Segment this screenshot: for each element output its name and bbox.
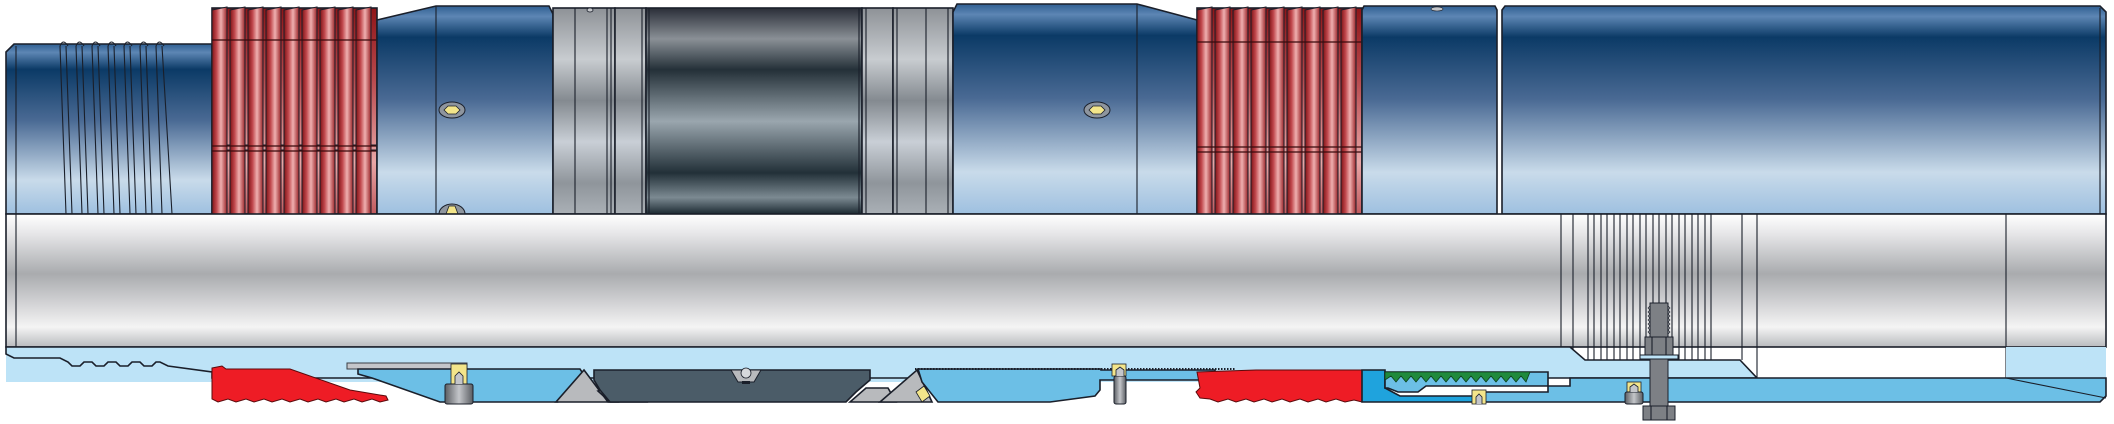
- port-icon: [1430, 6, 1444, 12]
- bottom-housing: [1361, 5, 1498, 215]
- set-screw-icon: [438, 101, 466, 119]
- bottom-sub-internal-threads: [1560, 214, 2007, 380]
- upper-cone: [376, 5, 554, 215]
- shear-pin: [1624, 381, 1644, 405]
- top-sub: [5, 41, 213, 215]
- set-screw-icon: [1083, 101, 1111, 119]
- bolt-assembly: [1639, 302, 1679, 421]
- ratchet-threads: [1384, 371, 1531, 383]
- shear-pin: [1471, 389, 1487, 405]
- shear-pin: [444, 363, 474, 405]
- upper-slip-section: [211, 365, 389, 403]
- nut-icon: [1642, 405, 1676, 421]
- set-screw-icon: [438, 203, 466, 215]
- shear-pin: [1111, 363, 1127, 405]
- mandrel: [5, 213, 2107, 380]
- shear-pin: [915, 385, 931, 403]
- packing-element: [645, 7, 863, 215]
- nut-icon: [1644, 336, 1674, 356]
- lower-backup-rings: [847, 368, 934, 403]
- cross-section: [5, 302, 2107, 421]
- upper-cone-section: [346, 362, 586, 405]
- packing-element-assembly: [552, 7, 954, 215]
- bottom-housing-section: [1361, 369, 2107, 405]
- lower-cone: [952, 3, 1198, 215]
- packing-element-section: [593, 367, 871, 403]
- lower-cone-section: [915, 363, 1236, 405]
- upper-slips: [211, 6, 378, 215]
- washer-icon: [1639, 354, 1679, 360]
- lower-slip-section: [1195, 369, 1363, 403]
- bottom-sub: [1501, 5, 2107, 215]
- lower-slips: [1196, 6, 1363, 215]
- top-sub-threads: [59, 41, 173, 215]
